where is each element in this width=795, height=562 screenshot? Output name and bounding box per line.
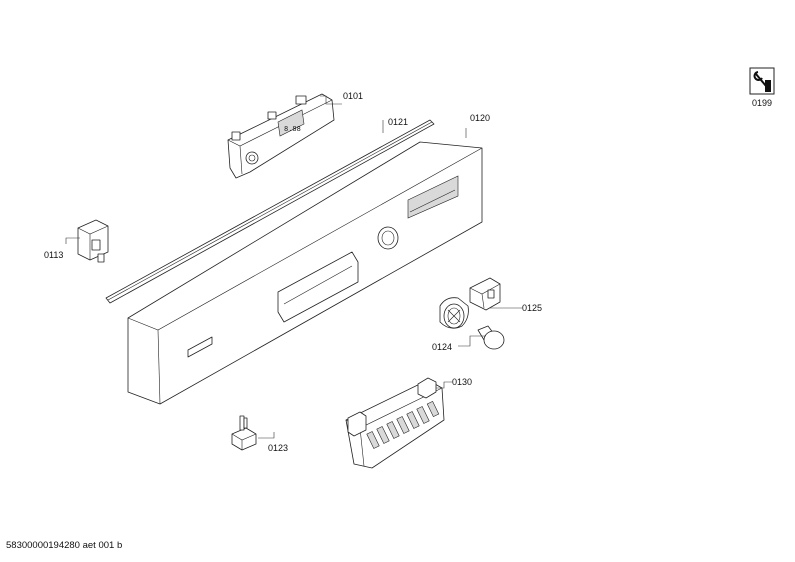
terminal-slots: [366, 400, 440, 449]
label-0130: 0130: [452, 377, 472, 387]
leader-0113: [65, 237, 80, 244]
document-number: 58300000194280 aet 001 b: [6, 540, 123, 551]
part-0120-control-panel[interactable]: [127, 141, 483, 405]
wrench-screwdriver-icon[interactable]: [749, 67, 775, 95]
part-0124-push-button[interactable]: [477, 325, 505, 350]
svg-text:8.88: 8.88: [284, 125, 301, 133]
leader-0130: [436, 381, 452, 389]
label-0199: 0199: [752, 98, 772, 108]
label-0121: 0121: [388, 117, 408, 127]
part-0123-sensor[interactable]: [231, 415, 257, 451]
leader-0101: [320, 95, 342, 105]
label-0120: 0120: [470, 113, 490, 123]
label-0101: 0101: [343, 91, 363, 101]
label-0124: 0124: [432, 342, 452, 352]
leader-0124: [458, 335, 486, 347]
label-0123: 0123: [268, 443, 288, 453]
part-0125-clip[interactable]: [469, 277, 501, 311]
label-0125: 0125: [522, 303, 542, 313]
part-0121-seal-strip[interactable]: [105, 119, 435, 304]
part-0130-terminal-strip[interactable]: [345, 377, 445, 469]
part-0101-electronic-module[interactable]: 8.88: [227, 93, 335, 179]
part-0113-bracket[interactable]: [77, 219, 109, 263]
part-0124-knob[interactable]: [439, 297, 469, 329]
label-0113: 0113: [44, 250, 63, 260]
leader-0123: [258, 432, 275, 439]
